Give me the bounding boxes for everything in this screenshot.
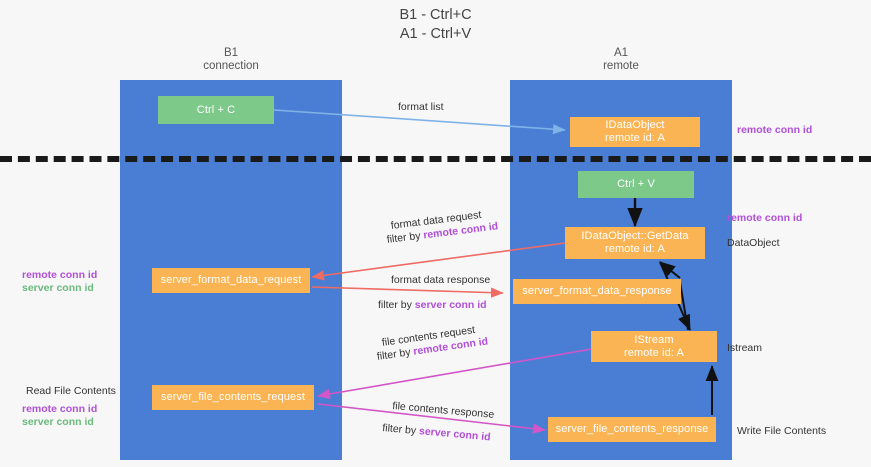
right-label-dataobject: DataObject [727, 237, 780, 249]
filter-key-server-conn-id: server conn id [414, 299, 487, 311]
filter-prefix-4: filter by [381, 421, 420, 438]
node-getdata-title: IDataObject::GetData [581, 230, 689, 242]
node-getdata-sub: remote id: A [605, 243, 665, 255]
node-idataobject-sub: remote id: A [605, 132, 665, 144]
edge-label-file-contents-response-filter: filter by server conn id [382, 421, 491, 444]
lane-header-b1-name: B1 [223, 47, 239, 59]
edge-label-format-data-response: format data response [391, 274, 491, 286]
left-label-server-conn-id-2: server conn id [22, 416, 94, 428]
page-title: B1 - Ctrl+C A1 - Ctrl+V [399, 7, 472, 42]
filter-prefix-2: filter by [378, 299, 415, 311]
lane-header-b1-sub: connection [203, 60, 259, 72]
edge-label-file-contents-response: file contents response [391, 399, 495, 421]
node-ctrl-c[interactable]: Ctrl + C [158, 96, 274, 124]
filter-key-server-conn-id-2: server conn id [418, 425, 492, 444]
left-label-server-conn-id: server conn id [22, 282, 94, 294]
edge-label-format-list: format list [398, 101, 444, 113]
lane-header-a1-sub: remote [603, 60, 639, 72]
node-istream-sub: remote id: A [624, 346, 684, 359]
node-idataobject-title: IDataObject [605, 119, 665, 131]
node-server-format-data-response-label: server_format_data_response [522, 285, 672, 297]
node-server-file-contents-response[interactable]: server_file_contents_response [548, 417, 716, 442]
left-label-remote-conn-id: remote conn id [22, 269, 98, 281]
node-server-format-data-request[interactable]: server_format_data_request [152, 268, 310, 293]
section-divider [0, 156, 871, 162]
lane-header-a1-name: A1 [613, 47, 629, 59]
node-ctrl-c-label: Ctrl + C [196, 103, 236, 116]
lane-header-b1: B1 connection [120, 47, 342, 73]
node-ctrl-v[interactable]: Ctrl + V [578, 171, 694, 198]
left-label-remote-conn-id-2: remote conn id [22, 403, 98, 415]
filter-prefix-3: filter by [376, 345, 415, 363]
node-server-file-contents-request[interactable]: server_file_contents_request [152, 385, 314, 410]
node-ctrl-v-label: Ctrl + V [617, 178, 655, 190]
right-label-remote-conn-id-top: remote conn id [737, 124, 813, 136]
node-server-format-data-response[interactable]: server_format_data_response [513, 279, 681, 304]
node-server-file-contents-request-label: server_file_contents_request [160, 391, 306, 403]
right-label-istream: Istream [727, 342, 763, 354]
right-label-write-file-contents: Write File Contents [737, 425, 827, 437]
edge-label-format-data-response-filter: filter by server conn id [378, 298, 487, 312]
node-idataobject[interactable]: IDataObject remote id: A [570, 117, 700, 147]
node-istream-title: IStream [634, 333, 674, 346]
node-server-format-data-request-label: server_format_data_request [160, 274, 302, 286]
filter-prefix: filter by [386, 229, 425, 246]
right-label-remote-conn-id-mid: remote conn id [727, 212, 803, 224]
left-label-read-file-contents: Read File Contents [26, 385, 116, 397]
node-istream[interactable]: IStream remote id: A [591, 331, 717, 362]
node-server-file-contents-response-label: server_file_contents_response [555, 423, 709, 435]
node-idataobject-getdata[interactable]: IDataObject::GetData remote id: A [565, 227, 705, 259]
lane-header-a1: A1 remote [510, 47, 732, 73]
